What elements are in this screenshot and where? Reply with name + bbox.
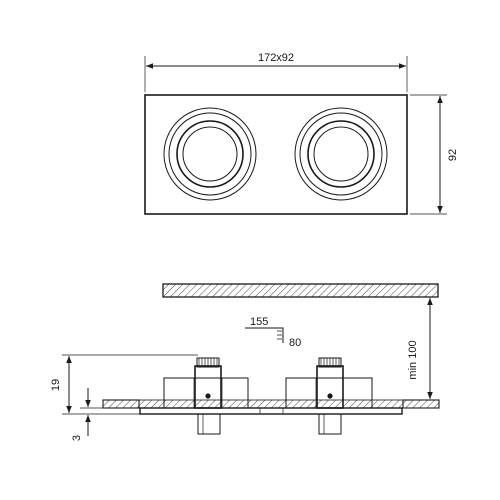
cutout-width-label: 155: [250, 316, 268, 328]
cutout-symbol: [245, 327, 284, 343]
board-right: [402, 399, 440, 409]
ceiling-slab: [162, 283, 439, 298]
top-view: 172x92 92: [144, 52, 459, 215]
height-label: 92: [447, 149, 459, 161]
cutout-symbol-hatch: [277, 330, 282, 340]
fixture-frame: [144, 94, 408, 215]
board-middle: [138, 399, 404, 409]
fixture-flange: [139, 407, 403, 415]
board-left: [102, 399, 140, 409]
cutout-depth-label: 80: [289, 337, 301, 349]
side-view: min 100 155 80: [50, 283, 440, 441]
flange-label: 3: [71, 435, 83, 441]
right-mount-assembly: [285, 357, 373, 435]
left-lamp-ring: [163, 107, 257, 201]
left-mount-assembly: [163, 357, 249, 435]
height-19-label: 19: [50, 379, 62, 391]
ceiling-gap-label: min 100: [407, 340, 419, 379]
right-lamp-ring: [294, 107, 388, 201]
width-label: 172x92: [258, 52, 294, 64]
